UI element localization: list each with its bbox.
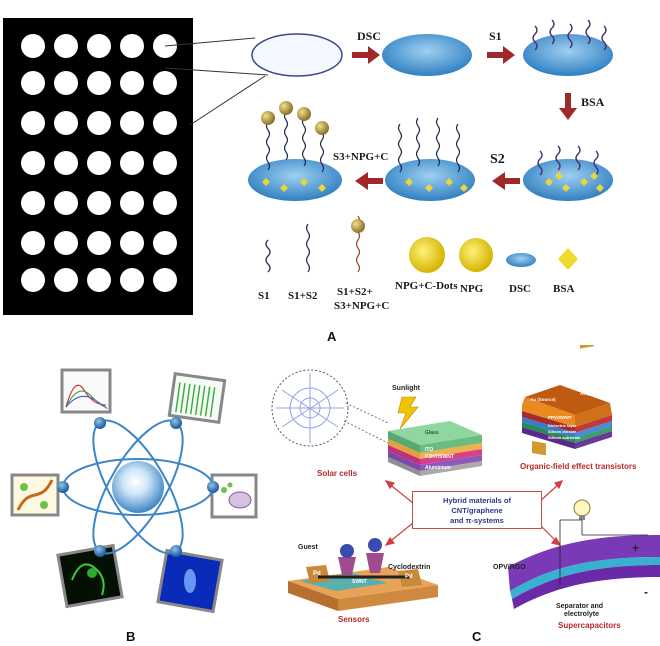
hybrid-materials-diagram — [271, 345, 660, 611]
panel-b: B — [0, 345, 260, 646]
supercapacitors-label: Supercapacitors — [558, 621, 621, 630]
panel-c-letter: C — [472, 629, 482, 644]
ofet-layer-dielectric: Dielectric layer — [548, 423, 577, 428]
solar-layer-aluminium: Aluminium — [425, 465, 451, 471]
legend-dsc: DSC — [509, 283, 532, 295]
legend-s1s2s3-line2: S3+NPG+C — [334, 300, 390, 312]
ofet-layer-source: Au (Source) — [530, 397, 556, 402]
solar-layer-ito: ITO — [425, 447, 434, 453]
panel-c: Hybrid materials of CNT/graphene and π-s… — [260, 345, 660, 646]
pd-left-label: Pd — [313, 571, 321, 577]
hybrid-line1: Hybrid materials of CNT/graphene — [443, 496, 511, 515]
ofet-layer-ppv: PPV/SWNT — [548, 415, 572, 420]
legend-bsa: BSA — [553, 283, 575, 295]
minus-label: - — [644, 585, 648, 599]
ofet-layer-drain: Au (Drain) — [580, 391, 602, 396]
swnt-label: SWNT — [352, 579, 367, 585]
legend-s1: S1 — [258, 290, 270, 302]
microplate-wells — [21, 34, 177, 292]
step-label-dsc: DSC — [357, 29, 382, 43]
legend-npg: NPG — [460, 283, 484, 295]
guest-label: Guest — [298, 544, 318, 551]
separator-line2: electrolyte — [564, 611, 600, 618]
ofet-layer-si: Silicon substrate — [548, 435, 581, 440]
step-label-s3: S3+NPG+C — [333, 151, 389, 163]
panel-a-letter: A — [327, 329, 337, 344]
solar-cells-label: Solar cells — [317, 469, 358, 478]
step-label-bsa: BSA — [581, 95, 605, 109]
panel-b-letter: B — [126, 629, 136, 644]
step-label-s2: S2 — [490, 152, 505, 167]
step-label-s1: S1 — [489, 29, 502, 43]
plus-label: + — [632, 541, 640, 555]
solar-layer-p3ht: P3HT/SWNT — [425, 454, 454, 460]
ofet-layer-sio2: Silicon dioxide — [548, 429, 577, 434]
panel-a: DSC S1 BSA S2 S3+NPG+C S1 S1+S2 S1+S2+ S… — [3, 18, 613, 344]
separator-line1: Separator and — [556, 603, 604, 610]
legend-s1s2: S1+S2 — [288, 290, 318, 302]
pd-right-label: Pd — [405, 574, 413, 580]
solar-layer-glass: Glass — [425, 430, 439, 436]
assay-process-diagram — [248, 19, 613, 273]
sunlight-label: Sunlight — [392, 385, 420, 392]
hybrid-line2: and π-systems — [450, 516, 504, 525]
nanomedicine-atom-diagram — [10, 368, 258, 614]
zoom-callout — [164, 33, 343, 126]
legend-s1s2s3-line1: S1+S2+ — [337, 286, 373, 298]
sensors-label: Sensors — [338, 615, 370, 624]
opv-label: OPV/RGO — [493, 564, 526, 571]
cyclodextrin-label: Cyclodextrin — [388, 564, 431, 571]
hybrid-materials-box: Hybrid materials of CNT/graphene and π-s… — [412, 491, 542, 529]
ofet-label: Organic-field effect transistors — [520, 462, 637, 471]
legend-npgc: NPG+C-Dots — [395, 280, 458, 292]
tile-spectrum — [60, 368, 112, 414]
